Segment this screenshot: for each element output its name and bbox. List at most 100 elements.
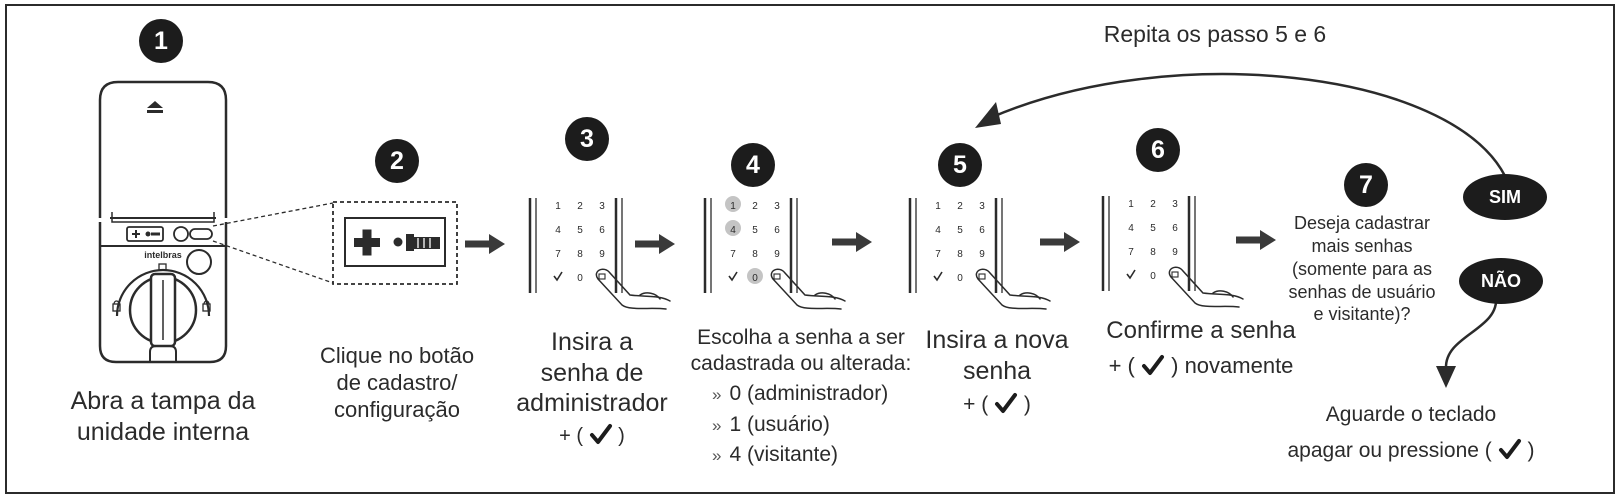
step-3-confirm: + ( ) (500, 423, 684, 448)
register-button-closeup (344, 217, 446, 267)
keypad-key: 9 (979, 249, 985, 260)
option-admin-label: 0 (administrador) (729, 382, 889, 406)
step-4-line-1: Escolha a senha a ser (697, 326, 905, 349)
finger-icon (770, 268, 846, 310)
keypad-key: 4 (555, 225, 561, 236)
highlighted-key-marker (725, 196, 741, 212)
step-6-caption: Confirme a senha + ( ) novamente (1086, 316, 1316, 380)
step-5-number: 5 (938, 143, 982, 187)
keypad-key: 2 (1150, 199, 1156, 210)
check-icon (1498, 438, 1521, 459)
keypad-key: 0 (957, 273, 963, 284)
step-2-number: 2 (375, 139, 419, 183)
keypad-key: 1 (935, 201, 941, 212)
option-user-label: 1 (usuário) (729, 412, 830, 436)
step-7-number: 7 (1344, 163, 1388, 207)
keypad-key: 4 (935, 225, 941, 236)
key-check-icon (933, 271, 943, 282)
key-lock-icon (978, 273, 986, 280)
lock-unit-illustration (98, 80, 228, 364)
keypad-key: 5 (752, 225, 758, 236)
step-4-line-2: cadastrada ou alterada: (690, 351, 912, 375)
option-admin: » 0 (administrador) (712, 379, 926, 409)
finger-icon (595, 268, 671, 310)
keypad-key: 8 (577, 249, 583, 260)
key-check-icon (553, 271, 563, 282)
keypad-key: 9 (774, 249, 780, 260)
keypad-key: 8 (957, 249, 963, 260)
keypad-key: 1 (1128, 199, 1134, 210)
step-1-number: 1 (139, 19, 183, 63)
keypad-key: 6 (1172, 223, 1178, 234)
step-4-number: 4 (731, 143, 775, 187)
step-5-line-1: Insira a nova (925, 326, 1069, 354)
yes-branch-label: SIM (1463, 174, 1547, 220)
final-line-2-close: ) (1527, 438, 1535, 462)
option-visitor: » 4 (visitante) (712, 440, 926, 470)
step-3-line-1: Insira a (551, 328, 633, 356)
keypad-key: 3 (979, 201, 985, 212)
zoom-guide-lines (212, 201, 458, 285)
keypad-key: 5 (957, 225, 963, 236)
keypad-key: 0 (752, 273, 758, 284)
keypad-key: 0 (1150, 271, 1156, 282)
brand-logo: intelbras (144, 250, 182, 260)
highlighted-key-marker (725, 220, 741, 236)
keypad-key: 1 (730, 201, 736, 212)
keypad-key: 6 (979, 225, 985, 236)
keypad-key: 3 (774, 201, 780, 212)
no-branch-label: NÃO (1459, 258, 1543, 304)
option-visitor-label: 4 (visitante) (729, 443, 839, 467)
key-lock-icon (1171, 271, 1179, 278)
final-line-2-open: apagar ou pressione ( (1287, 438, 1492, 462)
keypad-key: 2 (577, 201, 583, 212)
finger-icon (975, 268, 1051, 310)
step-6-line-1: Confirme a senha (1106, 317, 1296, 344)
step-5-confirm: + ( ) (912, 392, 1082, 418)
finger-icon (1168, 266, 1244, 308)
keypad-key: 5 (1150, 223, 1156, 234)
check-icon (1142, 355, 1164, 376)
keypad-key: 8 (752, 249, 758, 260)
step-7-question: Deseja cadastrar mais senhas (somente pa… (1272, 212, 1452, 326)
keypad-key: 7 (1128, 247, 1134, 258)
step-3-caption: Insira a senha de administrador + ( ) (500, 327, 684, 448)
step-3-line-3: administrador (516, 389, 668, 417)
step-7-line-2: mais senhas (1311, 235, 1413, 256)
key-lock-icon (598, 273, 606, 280)
option-user: » 1 (usuário) (712, 410, 926, 440)
keypad-key: 4 (1128, 223, 1134, 234)
keypad-key: 1 (555, 201, 561, 212)
option-marker-0: » (712, 385, 722, 405)
keypad-key: 4 (730, 225, 736, 236)
step-7-line-5: e visitante)? (1313, 304, 1411, 325)
step-6-confirm: + ( ) novamente (1086, 353, 1316, 380)
diagram-frame (5, 4, 1615, 494)
step-3-plus-open: + ( (559, 424, 584, 447)
final-line-1: Aguarde o teclado (1325, 403, 1497, 426)
step-5-line-2: senha (962, 356, 1032, 385)
step-2-line-3: configuração (334, 396, 460, 422)
step-2-line-1: Clique no botão (319, 343, 475, 368)
check-icon (995, 393, 1018, 413)
key-check-icon (728, 271, 738, 282)
final-line-2: apagar ou pressione ( ) (1276, 433, 1546, 469)
key-lock-icon (773, 273, 781, 280)
step-4-options: » 0 (administrador) » 1 (usuário) » 4 (visi… (712, 379, 926, 470)
step-4-caption: Escolha a senha a ser cadastrada ou alte… (676, 325, 926, 471)
step-7-line-1: Deseja cadastrar (1293, 213, 1431, 233)
step-1-caption: Abra a tampa da unidade interna (40, 386, 286, 447)
keypad-key: 7 (935, 249, 941, 260)
step-6-plus-open: + ( (1108, 353, 1135, 379)
check-icon (589, 423, 612, 444)
option-marker-2: » (712, 446, 722, 466)
step-1-line-1: Abra a tampa da (70, 387, 256, 415)
option-marker-1: » (712, 415, 722, 435)
step-7-line-4: senhas de usuário (1288, 281, 1436, 302)
repeat-steps-label: Repita os passo 5 e 6 (1103, 21, 1327, 47)
keypad-key: 3 (599, 201, 605, 212)
keypad-key: 6 (774, 225, 780, 236)
step-1-line-2: unidade interna (76, 417, 250, 446)
